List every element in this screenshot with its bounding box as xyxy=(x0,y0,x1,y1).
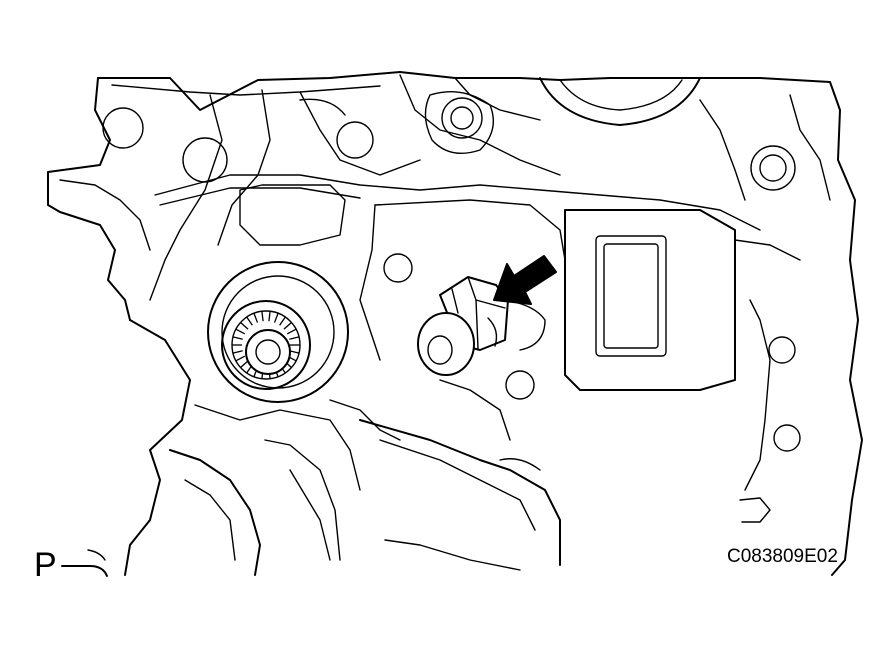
spline-tooth xyxy=(235,328,246,335)
spline-tooth xyxy=(240,321,249,330)
spline-tooth xyxy=(268,311,271,322)
spline-tooth xyxy=(261,311,264,322)
lower-webbing xyxy=(169,379,561,576)
output-shaft xyxy=(207,261,349,403)
spline-tooth xyxy=(232,350,243,354)
central-pocket xyxy=(239,184,566,400)
right-side-holes xyxy=(739,299,801,523)
upper-right-bore xyxy=(539,77,831,201)
right-panel xyxy=(564,209,801,391)
spline-tooth xyxy=(253,312,259,323)
spline-tooth xyxy=(289,336,300,340)
spline-tooth xyxy=(246,316,253,326)
housing-outline xyxy=(47,71,863,576)
spline-tooth xyxy=(273,312,279,323)
figure-code-label: C083809E02 xyxy=(727,546,838,567)
view-letter-label: P xyxy=(34,546,57,584)
spline-tooth xyxy=(232,336,243,340)
view-letter-leader xyxy=(61,549,108,577)
spline-tooth xyxy=(283,321,292,330)
spline-tooth xyxy=(235,355,246,362)
spline-tooth xyxy=(279,316,286,326)
spline-tooth xyxy=(286,328,297,335)
pointer-arrow xyxy=(493,255,557,305)
speed-sensor xyxy=(417,276,509,376)
upper-webbing xyxy=(102,74,796,301)
spline-tooth xyxy=(240,360,249,369)
